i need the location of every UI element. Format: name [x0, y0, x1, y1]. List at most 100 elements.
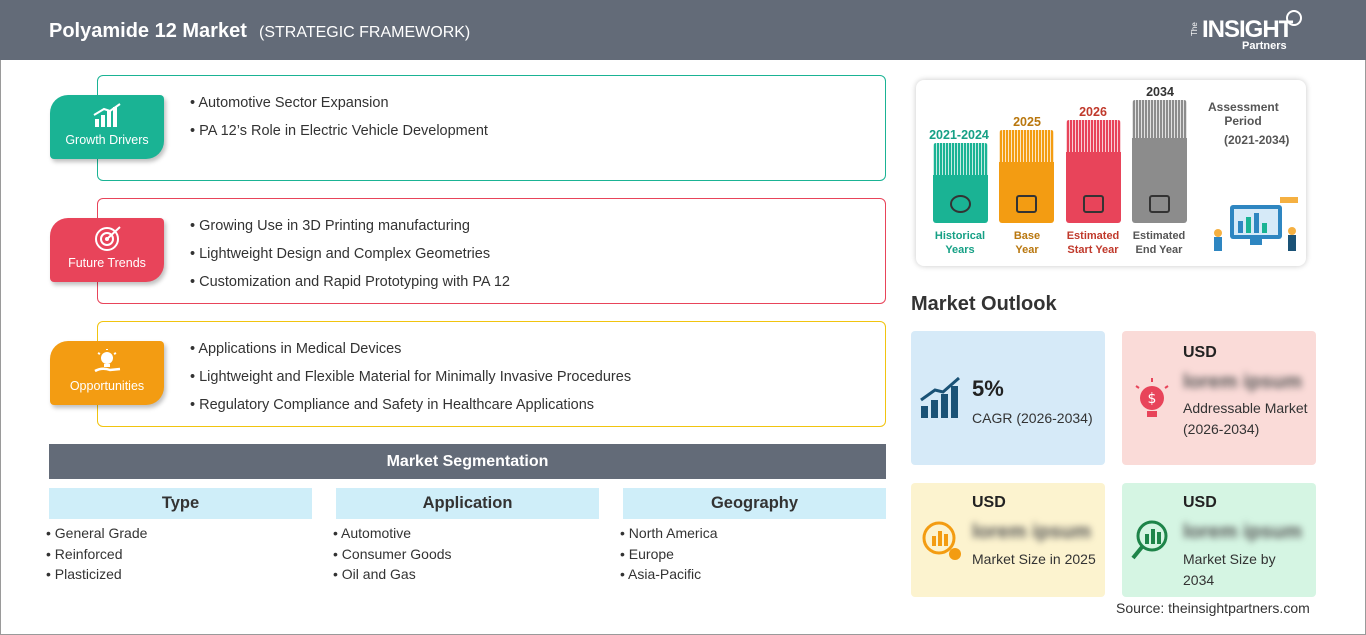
list-item: Automotive [333, 525, 452, 546]
label-line: Estimated [1066, 230, 1120, 242]
target-icon [95, 226, 121, 251]
size-2025-card: USD lorem ipsum Market Size in 2025 [911, 483, 1105, 597]
growth-bars-icon [920, 376, 960, 418]
addressable-value: lorem ipsum [1183, 371, 1302, 393]
page-subtitle: (STRATEGIC FRAMEWORK) [259, 24, 471, 41]
list-item: General Grade [46, 525, 148, 546]
year-end: 2034 [1146, 85, 1174, 99]
list-item: Automotive Sector Expansion [190, 93, 488, 121]
growth-magnifier-icon [1131, 520, 1168, 560]
list-item: Consumer Goods [333, 546, 452, 567]
bar-historical [933, 143, 988, 223]
addressable-usd: USD [1183, 344, 1217, 361]
opportunities-list: Applications in Medical Devices Lightwei… [190, 339, 631, 423]
label-start: Estimated Start Year [1053, 229, 1133, 257]
list-item: Regulatory Compliance and Safety in Heal… [190, 395, 631, 423]
segment-heading-application: Application [336, 488, 599, 519]
analyst-illustration-icon [1214, 197, 1298, 251]
label-end: Estimated End Year [1119, 229, 1199, 257]
source-credit: Source: theinsightpartners.com [1116, 600, 1310, 616]
assessment-period-label: Assessment Period [1208, 100, 1279, 128]
presentation-icon [1149, 195, 1170, 213]
label-historical: Historical Years [920, 229, 1000, 257]
list-item: PA 12’s Role in Electric Vehicle Develop… [190, 121, 488, 149]
label-line: Year [1015, 244, 1039, 256]
label-line: Historical [934, 230, 986, 242]
assessment-line: Assessment [1208, 100, 1279, 114]
cagr-label: CAGR (2026-2034) [972, 410, 1093, 426]
growth-drivers-list: Automotive Sector Expansion PA 12’s Role… [190, 93, 488, 149]
list-item: Plasticized [46, 566, 147, 587]
lightbulb-hand-icon [94, 349, 121, 373]
future-trends-badge: Future Trends [50, 218, 164, 282]
logo-ring-icon [1286, 10, 1302, 26]
cagr-card: 5% CAGR (2026-2034) [911, 331, 1105, 465]
logo-insight: INSIGHT [1202, 16, 1293, 43]
list-item: Oil and Gas [333, 566, 452, 587]
list-item: Reinforced [46, 546, 147, 567]
list-item: Growing Use in 3D Printing manufacturing [190, 216, 510, 244]
market-outlook-title: Market Outlook [911, 293, 1057, 315]
year-base: 2025 [1013, 115, 1041, 129]
list-item: Asia-Pacific [620, 566, 718, 587]
segment-heading-type: Type [49, 488, 312, 519]
growth-drivers-box: Automotive Sector Expansion PA 12’s Role… [97, 75, 886, 181]
list-item: Lightweight Design and Complex Geometrie… [190, 244, 510, 272]
dollar-bulb-icon: $ [1135, 378, 1169, 417]
bar-stripe [933, 143, 988, 175]
history-icon [950, 195, 971, 213]
size-2034-card: USD lorem ipsum Market Size by 2034 [1122, 483, 1316, 597]
growth-drivers-label: Growth Drivers [65, 133, 149, 147]
page-title: Polyamide 12 Market [49, 20, 247, 42]
year-historical: 2021-2024 [929, 128, 989, 142]
segment-list-type: General Grade Reinforced Plasticized [46, 525, 148, 587]
bar-stripe [999, 130, 1054, 162]
bar-start [1066, 120, 1121, 223]
logo-the: The [1190, 22, 1199, 36]
addressable-card: $ USD lorem ipsum Addressable Market (20… [1122, 331, 1316, 465]
assessment-line: Period [1224, 114, 1262, 128]
calendar-icon [1016, 195, 1037, 213]
segment-heading-geography: Geography [623, 488, 886, 519]
label-line: Base [1013, 230, 1041, 242]
size-2025-value: lorem ipsum [972, 521, 1091, 543]
bar-stripe [1132, 100, 1187, 138]
opportunities-label: Opportunities [69, 379, 145, 393]
assessment-period-range: (2021-2034) [1224, 133, 1290, 147]
year-start: 2026 [1079, 105, 1107, 119]
list-item: Applications in Medical Devices [190, 339, 631, 367]
header-bar: Polyamide 12 Market (STRATEGIC FRAMEWORK… [0, 0, 1366, 60]
bar-base [999, 130, 1054, 223]
list-item: Customization and Rapid Prototyping with… [190, 272, 510, 300]
insight-partners-logo: The INSIGHT Partners [1190, 10, 1310, 54]
cagr-value: 5% [972, 376, 1004, 401]
segment-list-application: Automotive Consumer Goods Oil and Gas [333, 525, 452, 587]
label-line: Start Year [1067, 244, 1119, 256]
growth-drivers-badge: Growth Drivers [50, 95, 164, 159]
list-item: Lightweight and Flexible Material for Mi… [190, 367, 631, 395]
start-chart-icon [1083, 195, 1104, 213]
label-base: Base Year [987, 229, 1067, 257]
future-trends-list: Growing Use in 3D Printing manufacturing… [190, 216, 510, 300]
addressable-label: Addressable Market (2026-2034) [1183, 400, 1308, 437]
size-2034-value: lorem ipsum [1183, 521, 1302, 543]
growth-chart-icon [93, 103, 121, 127]
bar-stripe [1066, 120, 1121, 152]
segmentation-title: Market Segmentation [49, 444, 886, 479]
size-2025-usd: USD [972, 494, 1006, 511]
size-2034-usd: USD [1183, 494, 1217, 511]
svg-text:$: $ [1148, 391, 1157, 407]
label-line: Years [945, 244, 975, 256]
label-line: Estimated [1132, 230, 1186, 242]
future-trends-label: Future Trends [68, 256, 146, 270]
future-trends-box: Growing Use in 3D Printing manufacturing… [97, 198, 886, 304]
logo-partners: Partners [1242, 40, 1287, 52]
opportunities-box: Applications in Medical Devices Lightwei… [97, 321, 886, 427]
bar-end [1132, 100, 1187, 223]
list-item: North America [620, 525, 718, 546]
opportunities-badge: Opportunities [50, 341, 164, 405]
segment-list-geography: North America Europe Asia-Pacific [620, 525, 718, 587]
money-chart-icon [922, 521, 961, 560]
label-line: End Year [1135, 244, 1183, 256]
size-2034-label: Market Size by 2034 [1183, 551, 1276, 588]
